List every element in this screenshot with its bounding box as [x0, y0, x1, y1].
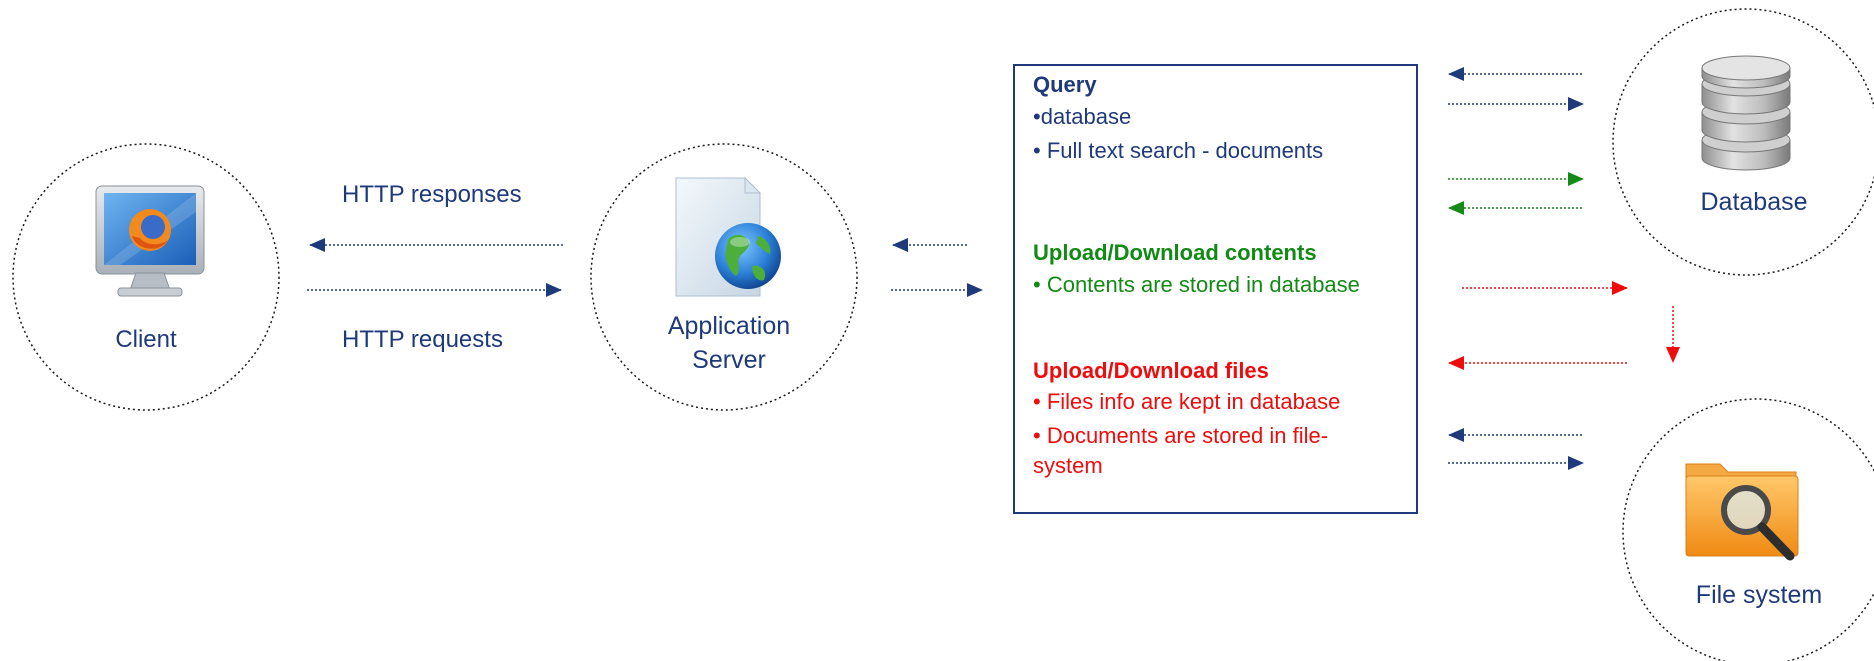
database-cylinder-icon: [1701, 55, 1791, 171]
app-server-label-line1: Application: [667, 312, 791, 340]
client-label: Client: [115, 326, 177, 353]
query-section-title: Query: [1033, 72, 1097, 97]
http-responses-label: HTTP responses: [342, 181, 522, 208]
operations-info-box: Query •database • Full text search - doc…: [1013, 64, 1418, 514]
files-section-title: Upload/Download files: [1033, 357, 1269, 383]
client-node-circle: [12, 143, 280, 411]
query-item-full-text-search: • Full text search - documents: [1033, 137, 1324, 163]
globe-document-icon: [675, 176, 781, 297]
folder-magnifier-icon: [1685, 463, 1799, 561]
files-item-info-kept: • Files info are kept in database: [1033, 389, 1341, 415]
contents-item-stored: • Contents are stored in database: [1033, 271, 1360, 297]
files-item-documents-stored: • Documents are stored in file-: [1033, 423, 1329, 449]
files-item-documents-stored-cont: system: [1033, 452, 1103, 478]
query-item-database: •database: [1033, 103, 1132, 129]
app-server-label-line2: Server: [692, 346, 766, 374]
contents-section-title: Upload/Download contents: [1033, 239, 1317, 265]
database-node-circle: [1612, 8, 1874, 276]
database-label: Database: [1700, 188, 1808, 216]
app-server-node-circle: [590, 143, 858, 411]
file-system-node-circle: [1622, 398, 1874, 661]
monitor-firefox-icon: [95, 185, 205, 297]
file-system-label: File system: [1695, 581, 1823, 609]
http-requests-label: HTTP requests: [342, 326, 503, 353]
